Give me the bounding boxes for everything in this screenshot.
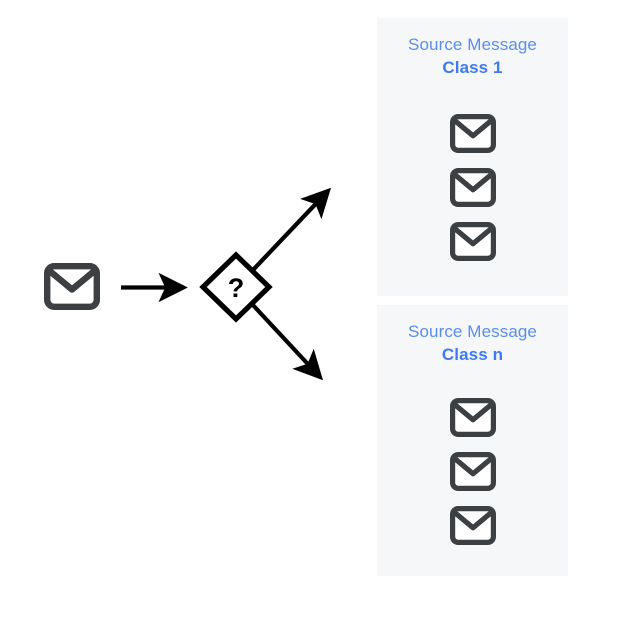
class-panel-class-1: Source Message Class 1	[377, 18, 568, 296]
arrow-decision-to-class-n	[250, 302, 324, 381]
arrow-decision-to-class-1	[250, 187, 332, 273]
class-panel-class-n: Source Message Class n	[377, 305, 568, 576]
class-n-title-top: Source Message	[408, 322, 537, 341]
class-1-title-top: Source Message	[408, 35, 537, 54]
diamond-decision: ?	[199, 251, 273, 323]
class-1-message-item	[449, 106, 496, 160]
class-n-message-list	[377, 390, 568, 552]
class-n-message-item	[449, 444, 496, 498]
class-n-title-bottom: Class n	[441, 345, 504, 364]
decision-question-mark: ?	[228, 273, 245, 303]
class-1-message-item	[449, 214, 496, 268]
class-1-message-list	[377, 106, 568, 268]
source-envelope-icon	[44, 263, 100, 310]
class-1-message-item	[449, 160, 496, 214]
class-n-message-item	[449, 390, 496, 444]
class-n-message-item	[449, 498, 496, 552]
class-1-title-bottom: Class 1	[442, 58, 503, 77]
